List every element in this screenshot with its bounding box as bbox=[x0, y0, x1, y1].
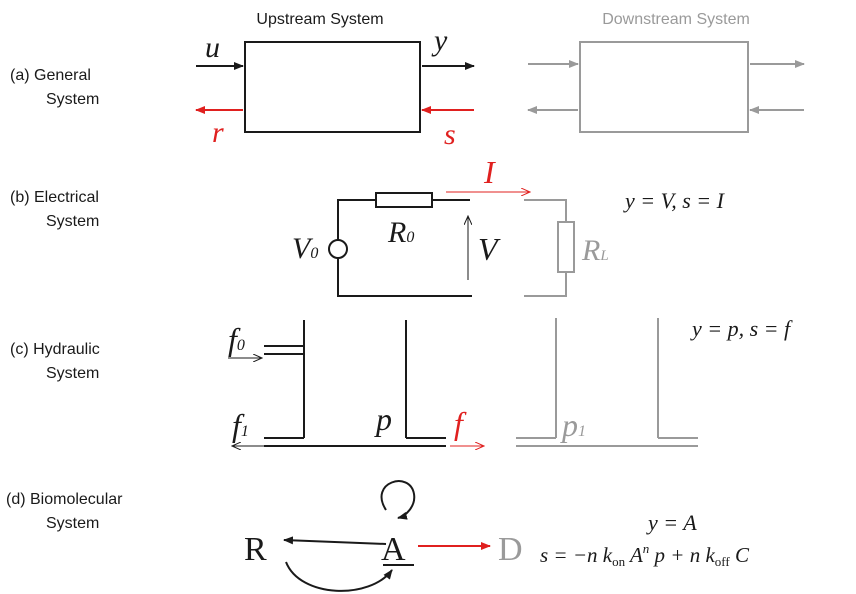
label-p1: p1 bbox=[560, 407, 586, 443]
biomolecular-network: R A D bbox=[244, 480, 523, 592]
a-to-r-arrow bbox=[283, 536, 387, 545]
row-d-label-line2: System bbox=[46, 515, 99, 532]
label-r0: R0 bbox=[387, 216, 414, 249]
species-a: A bbox=[381, 531, 406, 568]
upstream-system-title: Upstream System bbox=[256, 11, 383, 28]
row-b-label-line2: System bbox=[46, 213, 99, 230]
label-v0: V0 bbox=[292, 232, 318, 265]
row-b-label-line1: (b) Electrical bbox=[10, 189, 99, 206]
species-d: D bbox=[498, 531, 523, 568]
label-s: s bbox=[444, 118, 456, 151]
upstream-box bbox=[244, 41, 421, 133]
label-f0: f0 bbox=[228, 321, 245, 357]
electrical-load: RL bbox=[524, 199, 609, 297]
downstream-system-title: Downstream System bbox=[602, 11, 750, 28]
label-u: u bbox=[205, 31, 220, 64]
biomolecular-equation-s: s = −n kon An p + n koff C bbox=[540, 541, 750, 569]
wire-bottom bbox=[337, 258, 472, 297]
a-self-loop-arrow bbox=[380, 480, 416, 520]
label-y: y bbox=[431, 24, 448, 57]
label-rl: RL bbox=[581, 234, 609, 267]
biomolecular-equation-y: y = A bbox=[646, 510, 697, 535]
resistor-r0 bbox=[375, 192, 433, 208]
load-wire-top bbox=[524, 199, 567, 222]
label-p: p bbox=[374, 401, 392, 437]
r-to-a-curve-arrow bbox=[285, 561, 393, 592]
label-f: f bbox=[454, 405, 467, 441]
label-i: I bbox=[483, 154, 496, 190]
hydraulic-upstream-tank: f0 f1 p f bbox=[228, 320, 484, 446]
row-c-label-line1: (c) Hydraulic bbox=[10, 341, 100, 358]
row-a-label-line1: (a) General bbox=[10, 67, 91, 84]
downstream-box bbox=[579, 41, 749, 133]
load-resistor-rl bbox=[557, 221, 575, 273]
load-wire-bottom bbox=[524, 272, 567, 297]
general-upstream-block: u y r s bbox=[195, 24, 475, 151]
voltage-source-v0 bbox=[328, 239, 348, 259]
general-downstream-block bbox=[527, 41, 805, 133]
row-c-label-line2: System bbox=[46, 365, 99, 382]
species-r: R bbox=[244, 531, 267, 568]
label-r: r bbox=[212, 116, 224, 149]
electrical-equation: y = V, s = I bbox=[623, 188, 726, 213]
wire-top-left bbox=[337, 199, 376, 240]
hydraulic-downstream-tank: p1 bbox=[516, 318, 698, 447]
row-a-label-line2: System bbox=[46, 91, 99, 108]
label-f1: f1 bbox=[232, 407, 249, 443]
label-v: V bbox=[478, 231, 501, 267]
row-d-label-line1: (d) Biomolecular bbox=[6, 491, 123, 508]
hydraulic-equation: y = p, s = f bbox=[690, 316, 793, 341]
electrical-circuit: V0 R0 V I bbox=[292, 154, 530, 297]
